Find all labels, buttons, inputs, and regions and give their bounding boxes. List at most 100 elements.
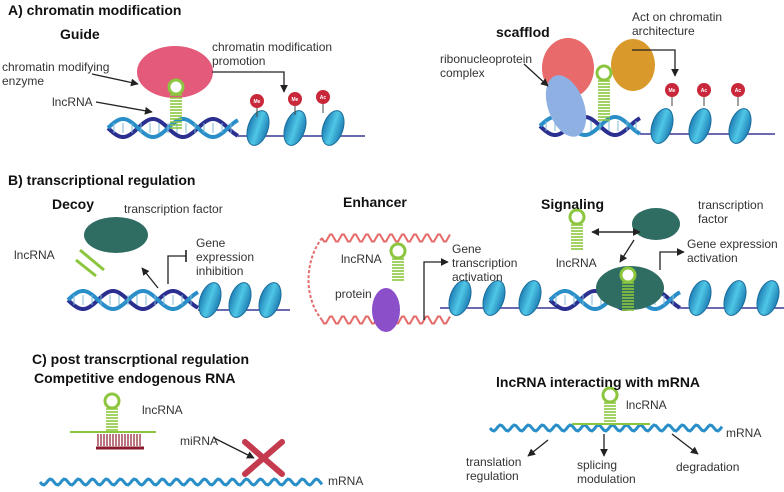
section-c-heading: C) post transcrptional regulation bbox=[32, 351, 250, 367]
cerna-mrna-strand bbox=[38, 477, 324, 487]
interact-lncrna-loop bbox=[601, 386, 619, 404]
decoy-tf bbox=[84, 217, 148, 253]
signal-arrow-down bbox=[619, 239, 635, 263]
splicing-label: splicing modulation bbox=[577, 458, 636, 486]
cerna-mrna-label: mRNA bbox=[328, 474, 364, 488]
scaffold-nucleosome bbox=[688, 108, 712, 144]
degradation-arrow bbox=[671, 433, 699, 455]
enhancer-nucleosome bbox=[482, 280, 506, 316]
signal-nucleosome bbox=[756, 280, 780, 316]
decoy-nucleosome bbox=[228, 282, 252, 318]
histone-mark bbox=[731, 83, 745, 97]
histone-mark bbox=[316, 90, 330, 104]
signal-nucleosome bbox=[688, 280, 712, 316]
decoy-arrow bbox=[141, 267, 159, 289]
histone-mark bbox=[665, 83, 679, 97]
guide-lncrna-loop bbox=[167, 78, 185, 96]
histone-mark-text: Me bbox=[669, 88, 676, 94]
architecture-label: Act on chromatin architecture bbox=[632, 10, 723, 38]
signal-tf-bound bbox=[596, 266, 664, 310]
cerna-title: Competitive endogenous RNA bbox=[34, 370, 236, 386]
blocked-cross-mark bbox=[242, 439, 285, 477]
decoy-title: Decoy bbox=[52, 196, 95, 212]
guide-lncrna-arrow bbox=[95, 101, 153, 115]
histone-mark bbox=[288, 92, 302, 106]
histone-mark-text: Ac bbox=[735, 88, 742, 94]
histone-mark-text: Ac bbox=[320, 95, 327, 101]
signaling-tf-label: transcription factor bbox=[698, 198, 764, 226]
enhancer-title: Enhancer bbox=[343, 194, 407, 210]
decoy-lncrna-label: lncRNA bbox=[14, 248, 55, 262]
signal-nucleosome bbox=[723, 280, 747, 316]
interact-lncrna-label: lncRNA bbox=[626, 398, 667, 412]
translation-label: translation regulation bbox=[466, 455, 522, 483]
scaffold-lncrna-loop bbox=[595, 64, 613, 82]
signal-tf-free bbox=[632, 208, 680, 240]
enhancer-protein bbox=[372, 288, 400, 332]
interact-mrna-strand bbox=[488, 423, 724, 433]
signaling-lncrna-label: lncRNA bbox=[556, 256, 597, 270]
rnp-arrow bbox=[523, 63, 549, 87]
decoy-dna-strand-a bbox=[66, 289, 199, 311]
enhancer-loop-top bbox=[321, 233, 451, 243]
architecture-arrow bbox=[632, 49, 679, 77]
guide-title: Guide bbox=[60, 26, 100, 42]
cerna-lncrna-loop bbox=[103, 392, 121, 410]
enzyme-arrow bbox=[91, 73, 139, 87]
inhibition-bar bbox=[167, 255, 186, 284]
guide-dna-strand-a bbox=[106, 117, 239, 139]
histone-mark-text: Me bbox=[292, 97, 299, 103]
enzyme-label: chromatin modifying enzyme bbox=[2, 60, 110, 88]
interact-mrna-label: mRNA bbox=[726, 426, 762, 440]
signal-lncrna-bound-loop bbox=[619, 266, 637, 284]
guide-nucleosome bbox=[321, 110, 345, 146]
decoy-tf-label: transcription factor bbox=[124, 202, 223, 216]
decoy-dna-strand-b bbox=[66, 289, 199, 311]
histone-mark-text: Me bbox=[254, 99, 261, 105]
enzyme-blob bbox=[137, 46, 213, 98]
enhancer-activation-arrow bbox=[423, 258, 449, 320]
histone-mark bbox=[250, 94, 264, 108]
signal-lncrna-free-loop bbox=[568, 208, 586, 226]
rnp-label: ribonucleoprotein complex bbox=[440, 52, 533, 80]
mirna-arrow bbox=[213, 437, 255, 459]
mrna-interact-title: lncRNA interacting with mRNA bbox=[496, 374, 701, 390]
rnp-protein-orange bbox=[611, 39, 655, 91]
scaffold-nucleosome bbox=[650, 108, 674, 144]
cerna-lncrna-label: lncRNA bbox=[142, 403, 183, 417]
rnp-protein-blue bbox=[545, 75, 587, 137]
histone-mark bbox=[697, 83, 711, 97]
promotion-label: chromatin modification promotion bbox=[212, 40, 333, 68]
guide-lncrna-label: lncRNA bbox=[52, 95, 93, 109]
promotion-arrow bbox=[212, 71, 288, 93]
guide-dna-strand-b bbox=[106, 117, 239, 139]
enhancer-lncrna-loop bbox=[389, 242, 407, 260]
section-b-heading: B) transcriptional regulation bbox=[8, 172, 196, 188]
enhancer-loop-side bbox=[307, 237, 323, 321]
mirna-label: miRNA bbox=[180, 434, 218, 448]
arrow-layer bbox=[91, 49, 699, 459]
enhancer-nucleosome bbox=[518, 280, 542, 316]
scaffold-title: scafflod bbox=[496, 24, 550, 40]
enhancer-nucleosome bbox=[448, 280, 472, 316]
signaling-activation-label: Gene expression activation bbox=[687, 237, 778, 265]
scaffold-dna-strand-a bbox=[538, 115, 641, 137]
guide-nucleosome bbox=[246, 110, 270, 146]
inhibition-label: Gene expression inhibition bbox=[196, 236, 255, 278]
scaffold-nucleosome bbox=[728, 108, 752, 144]
signal-activation-arrow bbox=[659, 248, 685, 270]
signaling-title: Signaling bbox=[541, 196, 604, 212]
histone-mark-text: Ac bbox=[701, 88, 708, 94]
decoy-lncrna bbox=[75, 248, 105, 278]
section-a-heading: A) chromatin modification bbox=[8, 2, 182, 18]
decoy-nucleosome bbox=[258, 282, 282, 318]
enhancer-activation-label: Gene transcription activation bbox=[452, 242, 518, 284]
decoy-nucleosome bbox=[198, 282, 222, 318]
guide-nucleosome bbox=[283, 110, 307, 146]
enhancer-lncrna-label: lncRNA bbox=[341, 252, 382, 266]
degradation-label: degradation bbox=[676, 460, 740, 474]
protein-label: protein bbox=[335, 287, 372, 301]
